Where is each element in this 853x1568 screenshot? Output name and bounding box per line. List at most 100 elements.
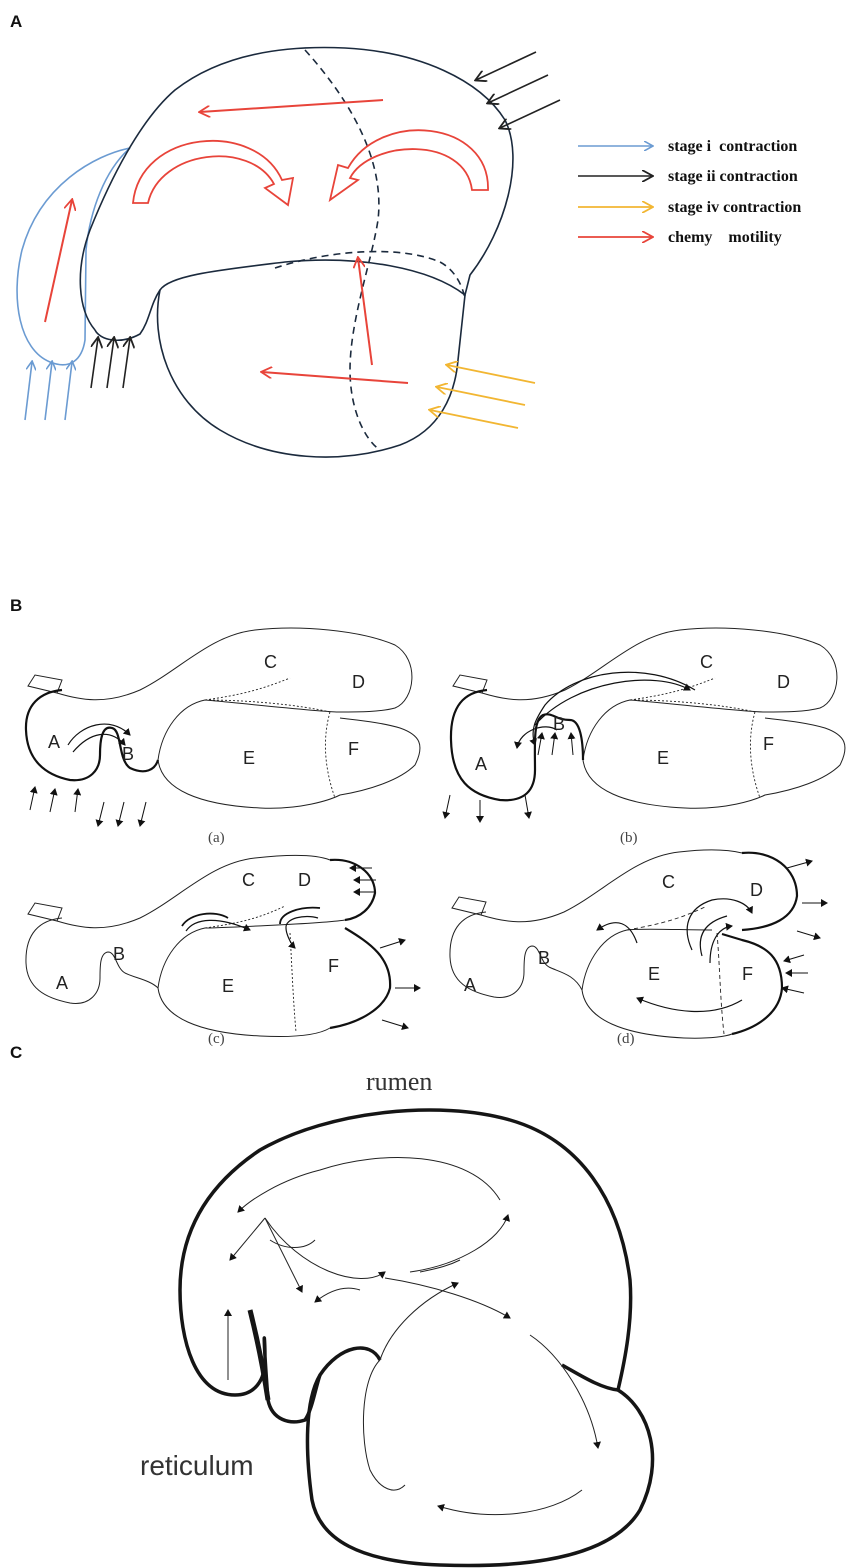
dorsal-sac-outline	[80, 47, 513, 340]
flow-arrow-3	[517, 727, 557, 748]
yellow-arrow-3	[430, 410, 518, 428]
rumen-ventral-outline	[307, 1348, 652, 1566]
push-arrow-4	[538, 733, 542, 755]
ventral-blind-sac-thick	[722, 934, 782, 1034]
reticulum-outline	[26, 918, 158, 1003]
letter-F: F	[328, 956, 339, 976]
caption-c: (c)	[208, 1031, 225, 1047]
flow-arrow-4	[710, 926, 732, 963]
letter-D: D	[298, 870, 311, 890]
letter-E: E	[222, 976, 234, 996]
subfigure-b: A B C D E F (b)	[445, 628, 845, 846]
stomach-inner-outline	[582, 929, 712, 990]
letter-D: D	[352, 672, 365, 692]
dashed-boundary-1	[305, 50, 380, 450]
push-arrow-3	[75, 789, 78, 812]
flow-arrow-3	[700, 916, 727, 956]
letter-A: A	[56, 973, 68, 993]
letter-D: D	[777, 672, 790, 692]
black-arrow-top-2	[488, 75, 548, 103]
letter-B: B	[113, 944, 125, 964]
arrow-ventral-right	[530, 1335, 598, 1448]
push-arrow-4	[98, 802, 104, 826]
arrow-center-left	[315, 1288, 360, 1302]
arrow-right-up	[410, 1215, 508, 1272]
letter-C: C	[662, 872, 675, 892]
red-arrow-ventral-left	[262, 372, 408, 383]
letter-A: A	[475, 754, 487, 774]
stomach-ventral-outline	[158, 988, 330, 1037]
letter-B: B	[553, 714, 565, 734]
letter-E: E	[648, 964, 660, 984]
push-arrow-3	[797, 931, 820, 938]
flow-arrow-3	[280, 908, 320, 924]
blue-arrow-2	[45, 362, 52, 420]
red-curved-arrow-left	[133, 141, 293, 205]
letter-F: F	[348, 739, 359, 759]
stomach-ventral-outline	[583, 718, 845, 808]
red-arrow-top	[200, 100, 383, 112]
dorsal-blind-sac-thick	[330, 860, 375, 920]
arrow-long-diagonal	[380, 1283, 458, 1360]
caption-a: (a)	[208, 830, 225, 846]
flow-arrow-1	[597, 923, 637, 943]
blue-arrow-1	[25, 362, 32, 420]
caption-b: (b)	[620, 830, 638, 846]
letter-E: E	[657, 748, 669, 768]
letter-C: C	[264, 652, 277, 672]
push-arrow-6	[571, 733, 573, 755]
legend-label-chemy: chemy motility	[668, 229, 782, 246]
caption-d: (d)	[617, 1031, 635, 1047]
red-arrow-ventral-up	[358, 258, 372, 365]
reticulum-outline	[26, 690, 158, 780]
legend-label-stage-i: stage i contraction	[668, 138, 797, 155]
push-arrow-1	[445, 795, 450, 818]
push-arrow-4	[380, 940, 405, 948]
stomach-ventral-outline	[582, 990, 732, 1038]
letter-A: A	[48, 732, 60, 752]
black-arrow-bottom-3	[123, 338, 130, 388]
push-arrow-5	[118, 802, 124, 826]
legend: stage i contraction stage ii contraction…	[578, 138, 801, 246]
arrow-fan-3	[265, 1218, 385, 1278]
flow-arrow-4	[286, 916, 318, 948]
push-arrow-2	[50, 789, 55, 812]
letter-A: A	[464, 975, 476, 995]
dotted-boundary	[205, 678, 335, 798]
flow-arrow-2	[687, 899, 752, 950]
subfigure-c: A B C D E F (c)	[26, 855, 420, 1047]
reticulum-outline	[17, 148, 130, 365]
letter-F: F	[763, 734, 774, 754]
red-arrow-reticulum	[45, 200, 72, 322]
dotted-boundary	[630, 678, 760, 798]
legend-label-stage-ii: stage ii contraction	[668, 168, 798, 185]
black-arrow-top-3	[500, 100, 560, 128]
letter-C: C	[242, 870, 255, 890]
red-curved-arrow-right	[330, 130, 488, 200]
arrow-fan-2	[265, 1218, 302, 1292]
yellow-arrow-1	[447, 365, 535, 383]
push-arrow-4	[784, 955, 804, 961]
letter-B: B	[122, 744, 134, 764]
letter-F: F	[742, 964, 753, 984]
arrow-top-small	[420, 1260, 460, 1272]
arrow-center-right	[385, 1278, 510, 1318]
arrow-dorsal-loop	[238, 1158, 500, 1212]
push-arrow-1	[30, 787, 35, 810]
reticulum-label: reticulum	[140, 1450, 254, 1481]
subfigure-d: A B C D E F (d)	[450, 850, 827, 1047]
black-arrow-top-1	[476, 52, 536, 80]
letter-D: D	[750, 880, 763, 900]
arrow-fan-1	[230, 1218, 265, 1260]
panel-b-diagram: A B C D E F (a) A B C D	[26, 628, 845, 1047]
arrow-ventral-bottom	[438, 1490, 582, 1515]
letter-E: E	[243, 748, 255, 768]
flow-arrow-5	[637, 998, 742, 1012]
push-arrow-6	[382, 1020, 408, 1028]
legend-label-stage-iv: stage iv contraction	[668, 199, 801, 216]
letter-C: C	[700, 652, 713, 672]
push-arrow-6	[140, 802, 146, 826]
ventral-blind-sac-thick	[330, 928, 390, 1028]
ventral-sac-outline	[158, 290, 466, 457]
